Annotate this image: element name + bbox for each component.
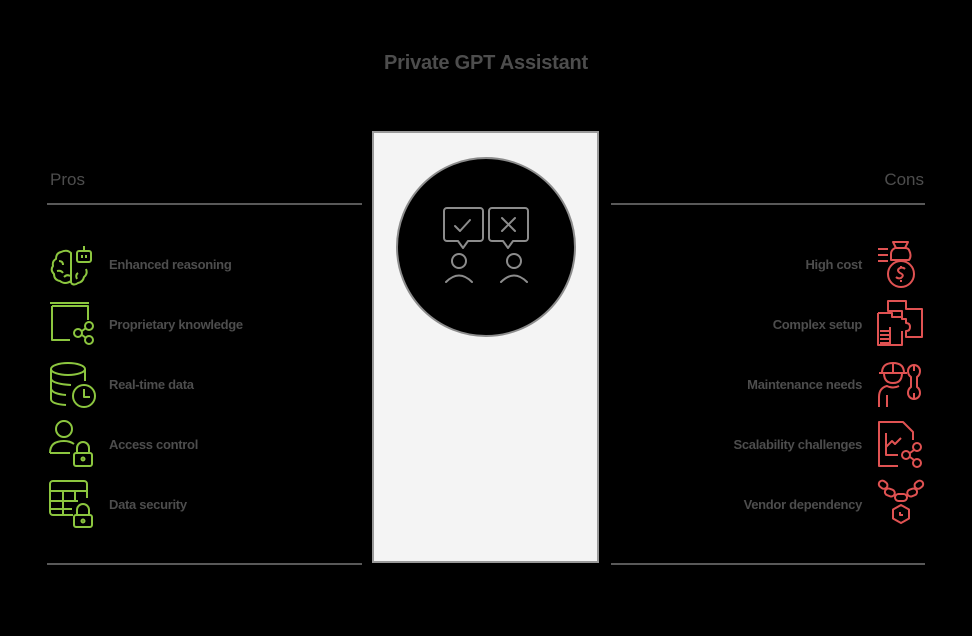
pro-label: Real-time data	[109, 376, 194, 392]
chart-document-share-icon	[876, 419, 926, 469]
pros-bottom-divider	[47, 563, 362, 565]
con-label: Vendor dependency	[743, 496, 863, 512]
con-item-scalability-challenges: Scalability challenges	[733, 419, 926, 469]
pro-item-proprietary-knowledge: Proprietary knowledge	[47, 299, 243, 349]
con-label: High cost	[805, 256, 862, 272]
cons-bottom-divider	[611, 563, 925, 565]
database-clock-icon	[47, 359, 97, 409]
money-bag-icon	[876, 239, 926, 289]
pros-heading: Pros	[50, 170, 85, 189]
pro-item-access-control: Access control	[47, 419, 198, 469]
con-item-vendor-dependency: Vendor dependency	[744, 479, 926, 529]
pro-label: Data security	[109, 496, 187, 512]
puzzle-blueprint-icon	[876, 299, 926, 349]
pro-item-data-security: Data security	[47, 479, 187, 529]
user-lock-icon	[47, 419, 97, 469]
chain-lock-icon	[876, 479, 926, 529]
pro-item-enhanced-reasoning: Enhanced reasoning	[47, 239, 232, 289]
pro-label: Enhanced reasoning	[109, 256, 232, 272]
book-share-icon	[47, 299, 97, 349]
con-label: Complex setup	[772, 316, 863, 332]
worker-wrench-icon	[876, 359, 926, 409]
cons-top-divider	[611, 203, 925, 205]
pros-top-divider	[47, 203, 362, 205]
brain-robot-icon	[47, 239, 97, 289]
con-item-maintenance-needs: Maintenance needs	[747, 359, 926, 409]
pro-label: Proprietary knowledge	[109, 316, 243, 332]
center-circle	[396, 157, 576, 337]
table-lock-icon	[47, 479, 97, 529]
con-item-high-cost: High cost	[805, 239, 926, 289]
people-approve-reject-icon	[443, 207, 529, 283]
cons-heading: Cons	[884, 170, 924, 189]
con-label: Scalability challenges	[733, 436, 862, 452]
pro-label: Access control	[109, 436, 199, 452]
con-label: Maintenance needs	[747, 376, 862, 392]
diagram-title: Private GPT Assistant	[383, 52, 589, 74]
con-item-complex-setup: Complex setup	[773, 299, 926, 349]
pro-item-real-time-data: Real-time data	[47, 359, 194, 409]
